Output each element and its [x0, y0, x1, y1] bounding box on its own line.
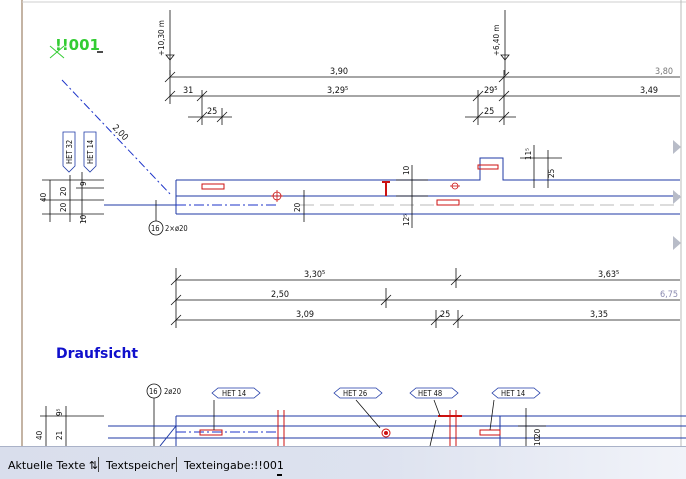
bar-mark-top[interactable]: 16 2×ø20: [148, 200, 188, 236]
dim-top-380: 3,80: [655, 67, 673, 77]
dim-bot-675: 6,75: [660, 290, 678, 300]
ldim-20b: 20: [59, 202, 68, 212]
svg-text:HET 26: HET 26: [343, 389, 367, 398]
svg-text:16: 16: [149, 387, 158, 396]
svg-text:HET 14: HET 14: [86, 140, 95, 164]
ldim-10: 10: [79, 214, 88, 224]
dim-bot-3305: 3,30⁵: [304, 270, 325, 280]
mid-vertical-dims: [303, 145, 562, 228]
lower-red-parts[interactable]: [199, 410, 501, 446]
dim-top-295: 29⁵: [484, 86, 498, 96]
level-marker-left: +10,30 m: [157, 10, 175, 75]
lower-tag-leaders: [213, 399, 495, 446]
cross-circle-markers: [271, 182, 460, 202]
level-marker-right: +6,40 m: [492, 10, 510, 75]
status-current-texts[interactable]: Aktuelle Texte ⇅: [8, 459, 99, 472]
grey-axis-arrows: [673, 140, 681, 250]
status-bar: Aktuelle Texte ⇅ Textspeicher Texteingab…: [0, 446, 686, 479]
svg-text:16: 16: [151, 224, 160, 233]
ldim-20a: 20: [59, 186, 68, 196]
het-tag-vertical-2[interactable]: HET 14: [83, 131, 97, 173]
svg-text:2×ø20: 2×ø20: [165, 224, 188, 233]
text-cursor: [277, 474, 282, 476]
ldim-9: 9: [79, 181, 88, 186]
marker-label: !!001: [55, 36, 100, 54]
mdim-25: 25: [547, 169, 556, 178]
lower-het-tag-4[interactable]: HET 14: [491, 387, 541, 399]
drawing-canvas[interactable]: !!001 +10,30 m +6,40 m 3,90 3,80 31: [0, 0, 686, 446]
lvd-21: 21: [55, 431, 64, 440]
svg-text:HET 32: HET 32: [65, 140, 74, 164]
lower-het-tag-1[interactable]: HET 14: [211, 387, 261, 399]
mdim-20: 20: [293, 202, 302, 212]
text-marker[interactable]: !!001: [49, 36, 103, 59]
dim-top-25a: 25: [207, 107, 217, 117]
left-vertical-dims: [42, 172, 104, 222]
diagonal-axis-line: [61, 79, 173, 197]
dim-bot-309: 3,09: [296, 310, 314, 320]
status-text-memory[interactable]: Textspeicher: [106, 459, 176, 472]
beam-outline[interactable]: [104, 157, 680, 215]
dim-top-25b: 25: [484, 107, 494, 117]
dim-bot-250: 2,50: [271, 290, 289, 300]
dim-top-329: 3,29⁵: [327, 86, 348, 96]
svg-text:HET 14: HET 14: [222, 389, 246, 398]
top-dimension-chains: [164, 70, 680, 125]
mdim-115: 11⁵: [524, 148, 533, 160]
lvd-10: 10: [533, 436, 542, 446]
status-separator: [176, 457, 177, 472]
cad-drawing: !!001 +10,30 m +6,40 m 3,90 3,80 31: [21, 0, 686, 446]
dim-bot-25: 25: [440, 310, 450, 320]
mdim-10: 10: [402, 165, 411, 175]
lvd-95: 9⁵: [55, 408, 64, 416]
bottom-dimension-chains: [170, 268, 680, 328]
mdim-125: 12⁵: [402, 214, 411, 226]
ldim-40: 40: [39, 192, 48, 202]
lower-beam-outline[interactable]: [108, 415, 686, 446]
lower-het-tag-2[interactable]: HET 26: [333, 387, 383, 399]
level-right-text: +6,40 m: [492, 25, 501, 56]
status-text-input-label: Texteingabe:: [184, 459, 255, 472]
dim-bot-3635: 3,63⁵: [598, 270, 619, 280]
status-text-input-value[interactable]: !!001: [254, 459, 284, 472]
lvd-40: 40: [35, 430, 44, 440]
svg-text:HET 48: HET 48: [418, 389, 442, 398]
het-tag-vertical-1[interactable]: HET 32: [62, 131, 76, 173]
level-left-text: +10,30 m: [157, 20, 166, 56]
svg-text:2ø20: 2ø20: [164, 387, 181, 396]
lower-vertical-dims: [40, 406, 546, 446]
diagonal-dim: 2,00: [110, 123, 130, 143]
dim-top-390: 3,90: [330, 67, 348, 77]
svg-text:HET 14: HET 14: [501, 389, 525, 398]
lower-het-tag-3[interactable]: HET 48: [409, 387, 459, 399]
dim-bot-335: 3,35: [590, 310, 608, 320]
dim-top-349: 3,49: [640, 86, 658, 96]
status-separator: [98, 457, 99, 472]
red-embed-parts[interactable]: [201, 164, 499, 206]
view-heading: Draufsicht: [56, 346, 138, 362]
lvd-20: 20: [533, 428, 542, 438]
dim-top-31: 31: [183, 86, 193, 96]
